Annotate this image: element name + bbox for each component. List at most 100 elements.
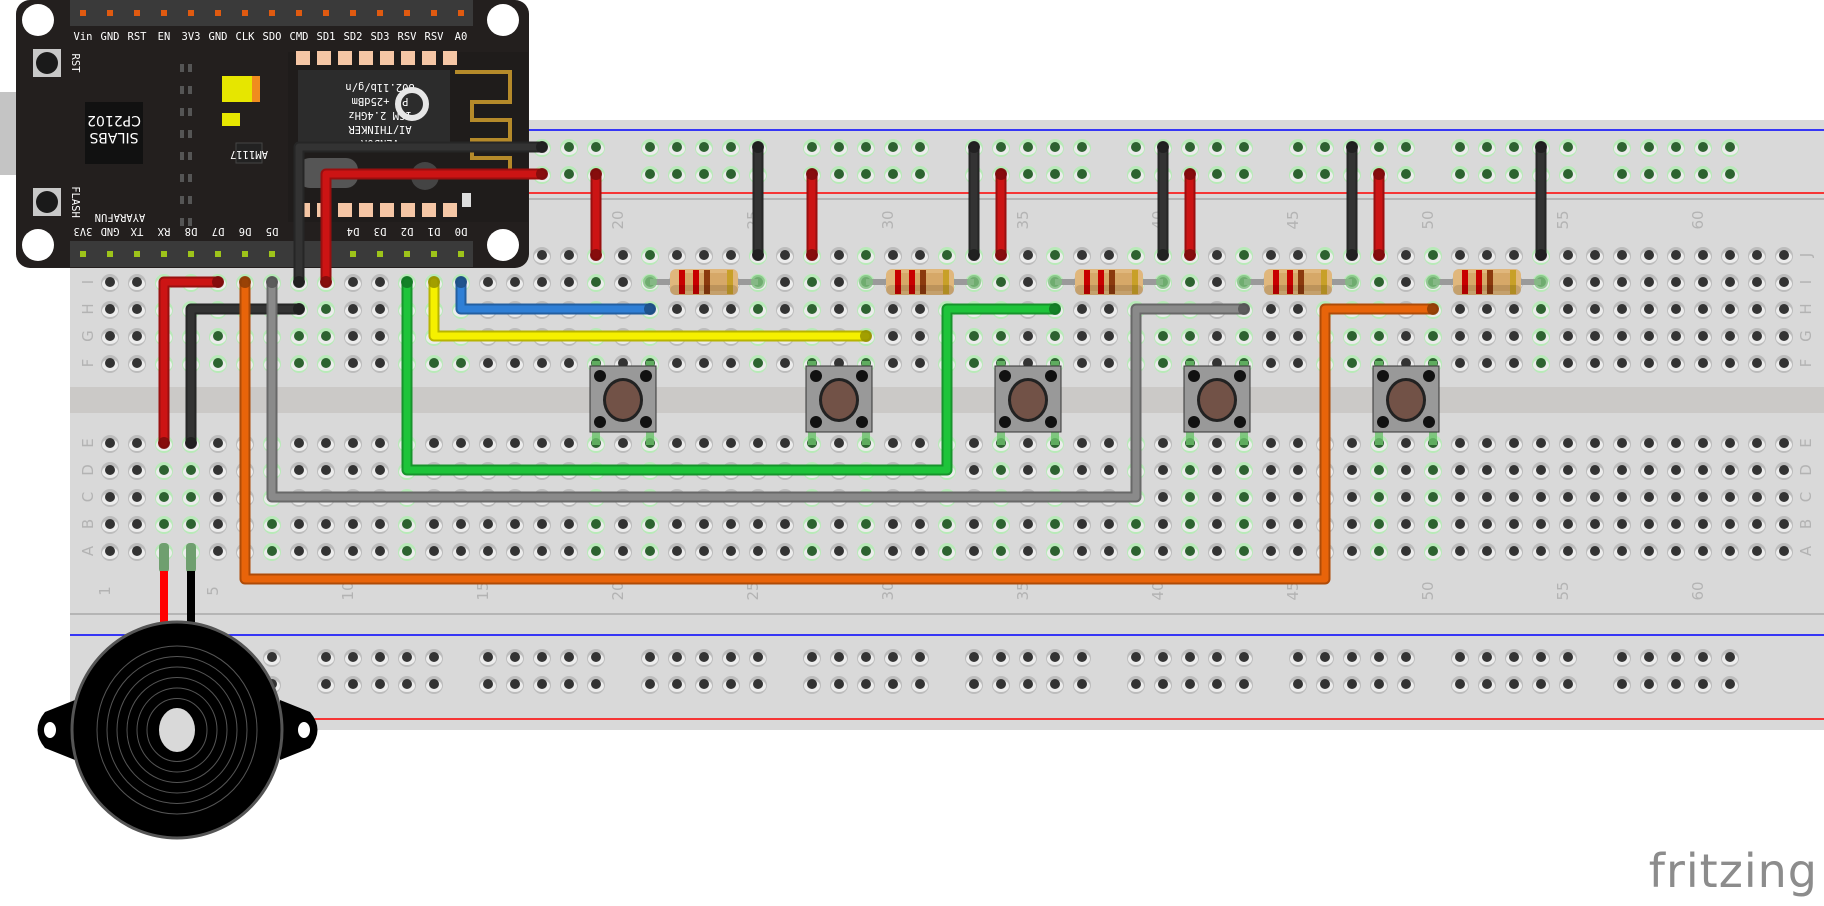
header-pin[interactable] — [188, 251, 194, 257]
resistor[interactable] — [1048, 269, 1170, 295]
pushbutton[interactable] — [589, 361, 657, 445]
hole-center — [1023, 465, 1033, 475]
wire-3v3-to-rail[interactable] — [320, 168, 548, 288]
smd-pad — [180, 174, 184, 182]
breadboard-hole — [1559, 462, 1577, 480]
hole-center — [1563, 652, 1573, 662]
wire-buzzer-black[interactable] — [185, 303, 305, 449]
pushbutton[interactable] — [1372, 361, 1440, 445]
hole-center — [1185, 492, 1195, 502]
wire-buzzer-red[interactable] — [158, 276, 224, 449]
header-pin[interactable] — [215, 10, 221, 16]
header-pin[interactable] — [269, 10, 275, 16]
breadboard-hole — [1586, 247, 1604, 265]
breadboard-hole — [1370, 328, 1388, 346]
pin-label-top: A0 — [455, 31, 468, 43]
wire-rail-black-25[interactable] — [752, 141, 764, 261]
resistor[interactable] — [1426, 269, 1548, 295]
rail-hole-bottom-positive — [1397, 676, 1415, 694]
breadboard-hole — [1667, 489, 1685, 507]
pushbutton[interactable] — [1183, 361, 1251, 445]
header-pin[interactable] — [161, 10, 167, 16]
header-pin[interactable] — [377, 251, 383, 257]
breadboard-hole — [1478, 516, 1496, 534]
header-pin[interactable] — [107, 251, 113, 257]
header-pin[interactable] — [323, 10, 329, 16]
header-pin[interactable] — [80, 251, 86, 257]
header-pin[interactable] — [431, 251, 437, 257]
header-pin[interactable] — [350, 10, 356, 16]
breadboard-hole — [776, 301, 794, 319]
hole-center — [1590, 438, 1600, 448]
header-pin[interactable] — [242, 251, 248, 257]
resistor[interactable] — [643, 269, 765, 295]
pushbutton-leg — [592, 425, 600, 445]
resistor-lead-end — [1156, 275, 1170, 289]
wire-d6-orange[interactable] — [239, 276, 1439, 585]
hole-center — [942, 519, 952, 529]
header-pin[interactable] — [134, 10, 140, 16]
breadboard-hole — [857, 543, 875, 561]
hole-center — [1725, 492, 1735, 502]
header-pin[interactable] — [350, 251, 356, 257]
breadboard-hole — [1181, 462, 1199, 480]
hole-center — [1293, 492, 1303, 502]
hole-center — [213, 465, 223, 475]
pushbutton-corner — [1234, 416, 1246, 428]
header-pin[interactable] — [404, 251, 410, 257]
header-pin[interactable] — [296, 10, 302, 16]
header-pin[interactable] — [134, 251, 140, 257]
hole-center — [132, 438, 142, 448]
hole-center — [1590, 358, 1600, 368]
header-pin[interactable] — [161, 251, 167, 257]
piezo-buzzer[interactable] — [37, 543, 318, 840]
hole-center — [348, 438, 358, 448]
wire-rail-red-34[interactable] — [995, 168, 1007, 261]
wire-d0-blue[interactable] — [455, 276, 656, 315]
resistor[interactable] — [859, 269, 981, 295]
wire-gnd-to-rail[interactable] — [293, 141, 548, 288]
header-pin[interactable] — [458, 10, 464, 16]
header-pin[interactable] — [215, 251, 221, 257]
hole-center — [915, 438, 925, 448]
wire-rail-red-19[interactable] — [590, 168, 602, 261]
hole-center — [1455, 679, 1465, 689]
breadboard-hole — [128, 328, 146, 346]
hole-center — [1266, 465, 1276, 475]
hole-center — [1077, 679, 1087, 689]
header-pin[interactable] — [107, 10, 113, 16]
hole-center — [456, 546, 466, 556]
wire-rail-black-47[interactable] — [1346, 141, 1358, 261]
wire-rail-red-27[interactable] — [806, 168, 818, 261]
header-pin[interactable] — [431, 10, 437, 16]
header-pin[interactable] — [80, 10, 86, 16]
header-pin[interactable] — [404, 10, 410, 16]
wire-rail-black-40[interactable] — [1157, 141, 1169, 261]
resistor[interactable] — [1237, 269, 1359, 295]
pushbutton[interactable] — [994, 361, 1062, 445]
header-pin[interactable] — [458, 251, 464, 257]
pushbutton[interactable] — [805, 361, 873, 445]
breadboard-hole — [1640, 301, 1658, 319]
wire-d2-green[interactable] — [401, 276, 1061, 476]
rail-hole-top-negative — [1208, 139, 1226, 157]
wire-rail-red-48[interactable] — [1373, 168, 1385, 261]
header-pin[interactable] — [377, 10, 383, 16]
wire-rail-black-33[interactable] — [968, 141, 980, 261]
wire-rail-black-54[interactable] — [1535, 141, 1547, 261]
module-pad — [317, 51, 331, 65]
breadboard-hole — [1208, 543, 1226, 561]
hole-center — [942, 546, 952, 556]
wire-rail-red-41[interactable] — [1184, 168, 1196, 261]
wire-d1-yellow[interactable] — [428, 276, 872, 342]
hole-center — [1401, 652, 1411, 662]
hole-center — [1104, 465, 1114, 475]
header-pin[interactable] — [242, 10, 248, 16]
pushbutton-leg — [1429, 425, 1437, 445]
header-pin[interactable] — [269, 251, 275, 257]
hole-center — [402, 652, 412, 662]
header-pin[interactable] — [188, 10, 194, 16]
wire-d5-gray[interactable] — [266, 276, 1250, 503]
hole-center — [294, 358, 304, 368]
